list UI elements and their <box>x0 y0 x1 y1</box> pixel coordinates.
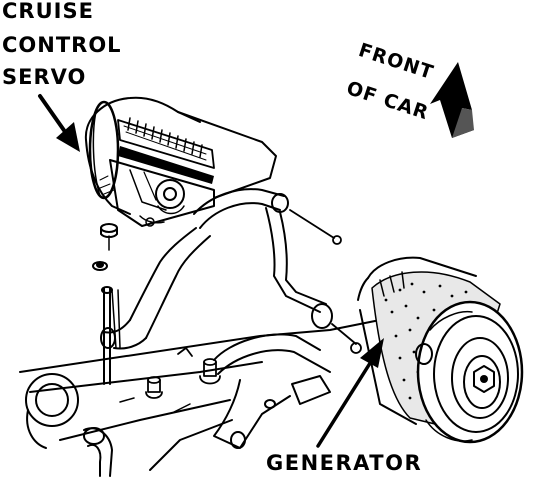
cruise-control-servo <box>84 96 277 227</box>
generator-leader-arrow-icon <box>316 338 384 448</box>
front-of-car-arrow-icon <box>430 62 474 138</box>
mounting-stud-hardware <box>92 223 121 385</box>
engine-block <box>19 319 381 477</box>
servo-leader-arrow-icon <box>38 94 80 152</box>
servo-label-line-2: CONTROL <box>2 33 122 57</box>
generator-label: GENERATOR <box>266 451 423 475</box>
servo-label-line-3: SERVO <box>2 65 87 89</box>
generator <box>357 256 524 444</box>
servo-mounting-bracket <box>100 188 362 354</box>
servo-label-line-1: CRUISE <box>2 0 94 23</box>
